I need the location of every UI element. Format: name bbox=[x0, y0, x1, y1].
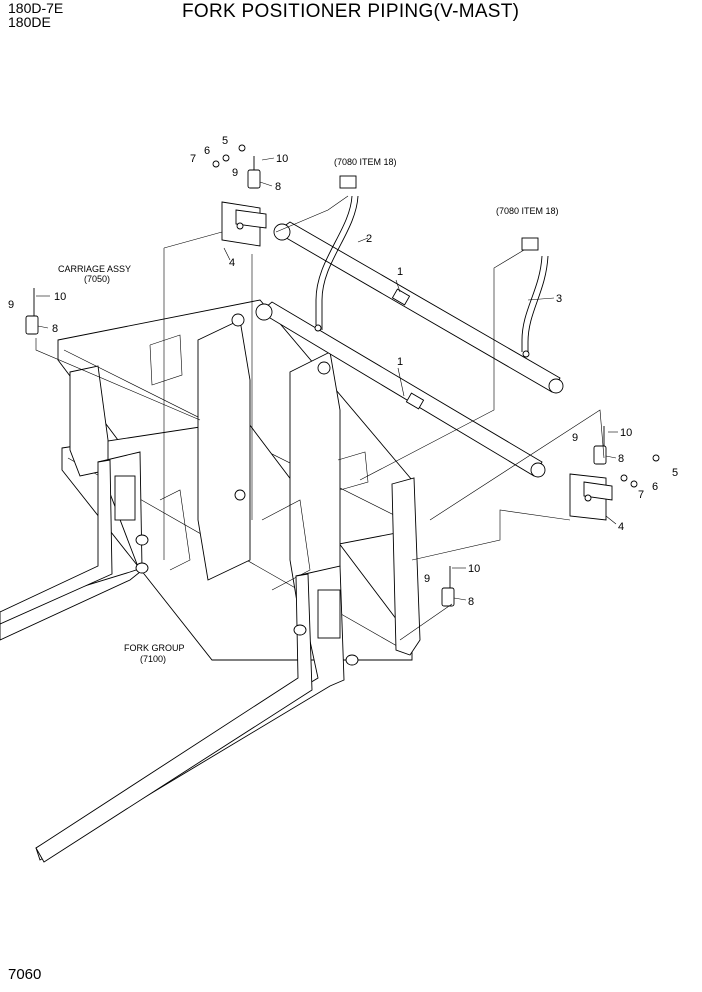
callout-4-right: 4 bbox=[618, 521, 624, 533]
callout-10-right: 10 bbox=[620, 427, 632, 439]
ref-item18-left: (7080 ITEM 18) bbox=[334, 157, 397, 167]
model-number-secondary: 180DE bbox=[8, 14, 51, 30]
ref-fork-name: FORK GROUP bbox=[124, 643, 185, 653]
ref-fork-code: (7100) bbox=[140, 654, 166, 664]
callout-10-upper: 10 bbox=[276, 153, 288, 165]
callout-8-lower: 8 bbox=[468, 596, 474, 608]
callout-9-right: 9 bbox=[572, 432, 578, 444]
callout-9-left: 9 bbox=[8, 299, 14, 311]
callout-10-lower: 10 bbox=[468, 563, 480, 575]
callout-1-lower: 1 bbox=[397, 356, 403, 368]
callout-2: 2 bbox=[366, 233, 372, 245]
bracket-right bbox=[569, 473, 613, 521]
callout-8-upper: 8 bbox=[275, 181, 281, 193]
page-title: FORK POSITIONER PIPING(V-MAST) bbox=[182, 1, 520, 22]
callout-6-right: 6 bbox=[652, 481, 658, 493]
carriage-assembly bbox=[57, 248, 421, 661]
callout-5-right: 5 bbox=[672, 467, 678, 479]
callout-8-right: 8 bbox=[618, 453, 624, 465]
bracket-upper bbox=[221, 201, 267, 247]
callout-7-upper: 7 bbox=[190, 153, 196, 165]
hose-set-right bbox=[521, 237, 549, 358]
callout-3: 3 bbox=[556, 293, 562, 305]
cylinder-lower bbox=[255, 301, 546, 478]
ref-item18-right: (7080 ITEM 18) bbox=[496, 206, 559, 216]
callout-5-upper: 5 bbox=[222, 135, 228, 147]
page-number: 7060 bbox=[8, 966, 42, 983]
fork-group bbox=[0, 451, 359, 863]
callout-9-upper: 9 bbox=[232, 167, 238, 179]
hose-set-left bbox=[314, 175, 359, 332]
ref-carriage-code: (7050) bbox=[84, 274, 110, 284]
callout-6-upper: 6 bbox=[204, 145, 210, 157]
callout-1-upper: 1 bbox=[397, 266, 403, 278]
callout-4-upper: 4 bbox=[229, 257, 235, 269]
ref-carriage-name: CARRIAGE ASSY bbox=[58, 264, 131, 274]
cylinder-upper bbox=[273, 221, 564, 394]
callout-10-left: 10 bbox=[54, 291, 66, 303]
fittings bbox=[25, 144, 660, 607]
callout-7-right: 7 bbox=[638, 489, 644, 501]
leader-lines bbox=[35, 157, 618, 641]
callout-9-lower: 9 bbox=[424, 573, 430, 585]
model-number-primary: 180D-7E bbox=[8, 0, 64, 16]
callout-8-left: 8 bbox=[52, 323, 58, 335]
